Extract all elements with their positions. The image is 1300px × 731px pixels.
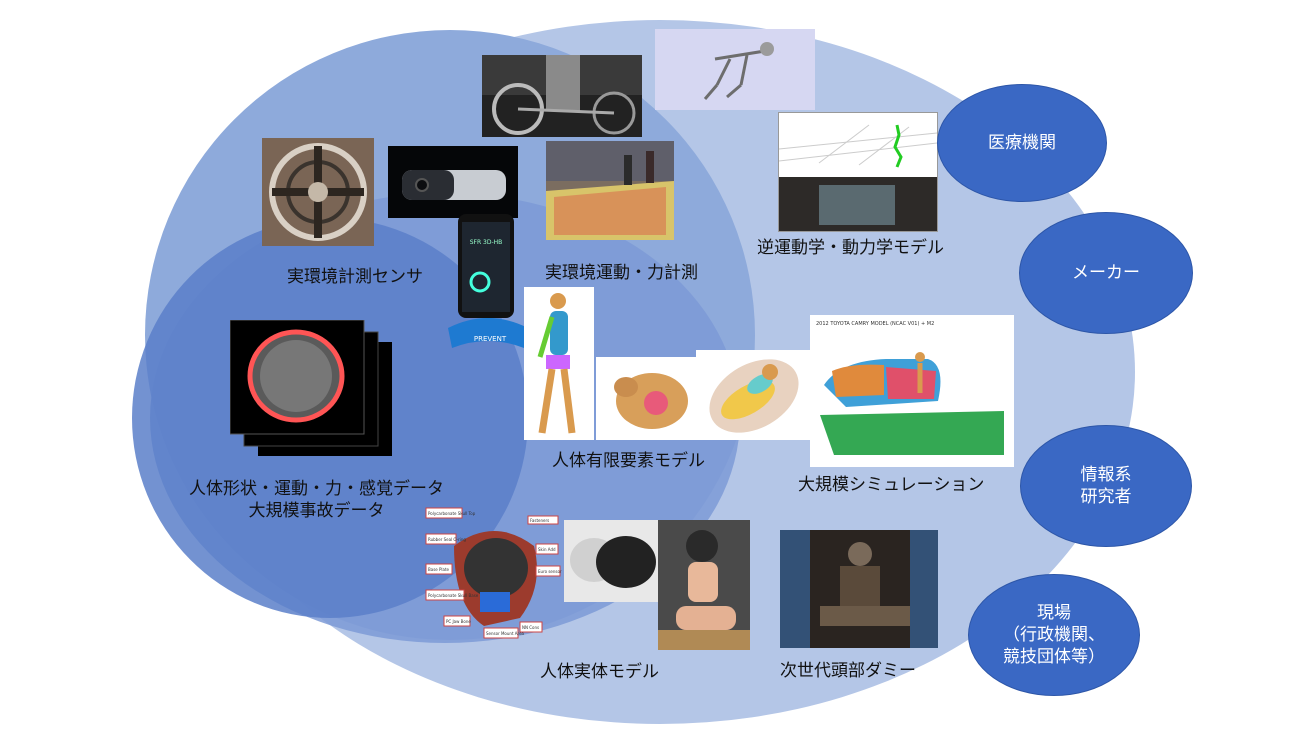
skull-label-7: PC Jaw Bone — [446, 619, 471, 624]
stakeholder-field: 現場 （行政機関、 競技団体等） — [968, 574, 1140, 696]
motion-capture-field-photo — [546, 141, 674, 240]
mouthguard-brand-text: PREVENT — [474, 335, 507, 343]
label-field-motion: 実環境運動・力計測 — [545, 263, 698, 283]
label-next-dummy: 次世代頭部ダミー — [780, 661, 916, 681]
baby-dummy-photo — [658, 520, 750, 650]
label-human-data-line2: 大規模事故データ — [248, 501, 385, 521]
fe-hand-photo — [596, 357, 706, 440]
head-physical-model-photo: Polycarbonate Skull Top Fasteners Rubber… — [424, 506, 564, 646]
skull-label-4: Base Plate — [428, 567, 450, 572]
skull-label-0: Polycarbonate Skull Top — [428, 511, 476, 516]
depth-camera-photo — [388, 146, 518, 218]
skull-label-3: Skin Add — [538, 547, 556, 552]
skeleton-motion-photo — [655, 29, 815, 110]
skull-label-6: Polycarbonate Skull Base — [428, 593, 479, 598]
fe-human-body-photo — [524, 287, 594, 440]
printed-head-photo — [564, 520, 660, 602]
wheel-sensor-photo — [262, 138, 374, 246]
label-human-data-line1: 人体形状・運動・力・感覚データ — [189, 479, 444, 499]
stakeholder-maker: メーカー — [1019, 212, 1193, 334]
bicycle-test-photo — [482, 55, 642, 137]
skull-label-5: Euro sensor — [538, 569, 562, 574]
label-human-data: 人体形状・運動・力・感覚データ 大規模事故データ — [164, 478, 469, 522]
car-crash-simulation-photo: 2012 TOYOTA CAMRY MODEL (NCAC V01) + M2 — [810, 315, 1014, 467]
stakeholder-medical: 医療機関 — [937, 84, 1107, 202]
label-physical-model: 人体実体モデル — [540, 662, 659, 682]
stakeholder-maker-label: メーカー — [1072, 263, 1140, 283]
car-sim-title-text: 2012 TOYOTA CAMRY MODEL (NCAC V01) + M2 — [816, 321, 934, 327]
smartphone-mouthguard-photo: SFR 3D-HB PREVENT — [446, 210, 530, 355]
label-field-sensor: 実環境計測センサ — [287, 267, 423, 287]
stakeholder-info-label: 情報系 研究者 — [1080, 465, 1132, 507]
skull-label-1: Fasteners — [530, 518, 549, 523]
label-inverse-model: 逆運動学・動力学モデル — [757, 238, 944, 258]
skull-label-8: Sensor Mount Area — [486, 631, 525, 636]
inverse-kinematics-photo — [778, 112, 938, 232]
phone-readout-text: SFR 3D-HB — [470, 239, 503, 246]
stakeholder-medical-label: 医療機関 — [988, 133, 1056, 153]
label-large-sim: 大規模シミュレーション — [798, 475, 985, 495]
fe-foot-photo — [696, 350, 812, 440]
head-dummy-test-photo — [780, 530, 938, 648]
stakeholder-field-label: 現場 （行政機関、 競技団体等） — [1003, 603, 1105, 667]
skull-label-2: Rubber Seal O-ring — [428, 537, 466, 542]
ct-scan-stack-photo — [230, 320, 396, 458]
stakeholder-info-researcher: 情報系 研究者 — [1020, 425, 1192, 547]
skull-label-9: NN Cons — [522, 625, 539, 630]
label-fe-model: 人体有限要素モデル — [552, 451, 705, 471]
